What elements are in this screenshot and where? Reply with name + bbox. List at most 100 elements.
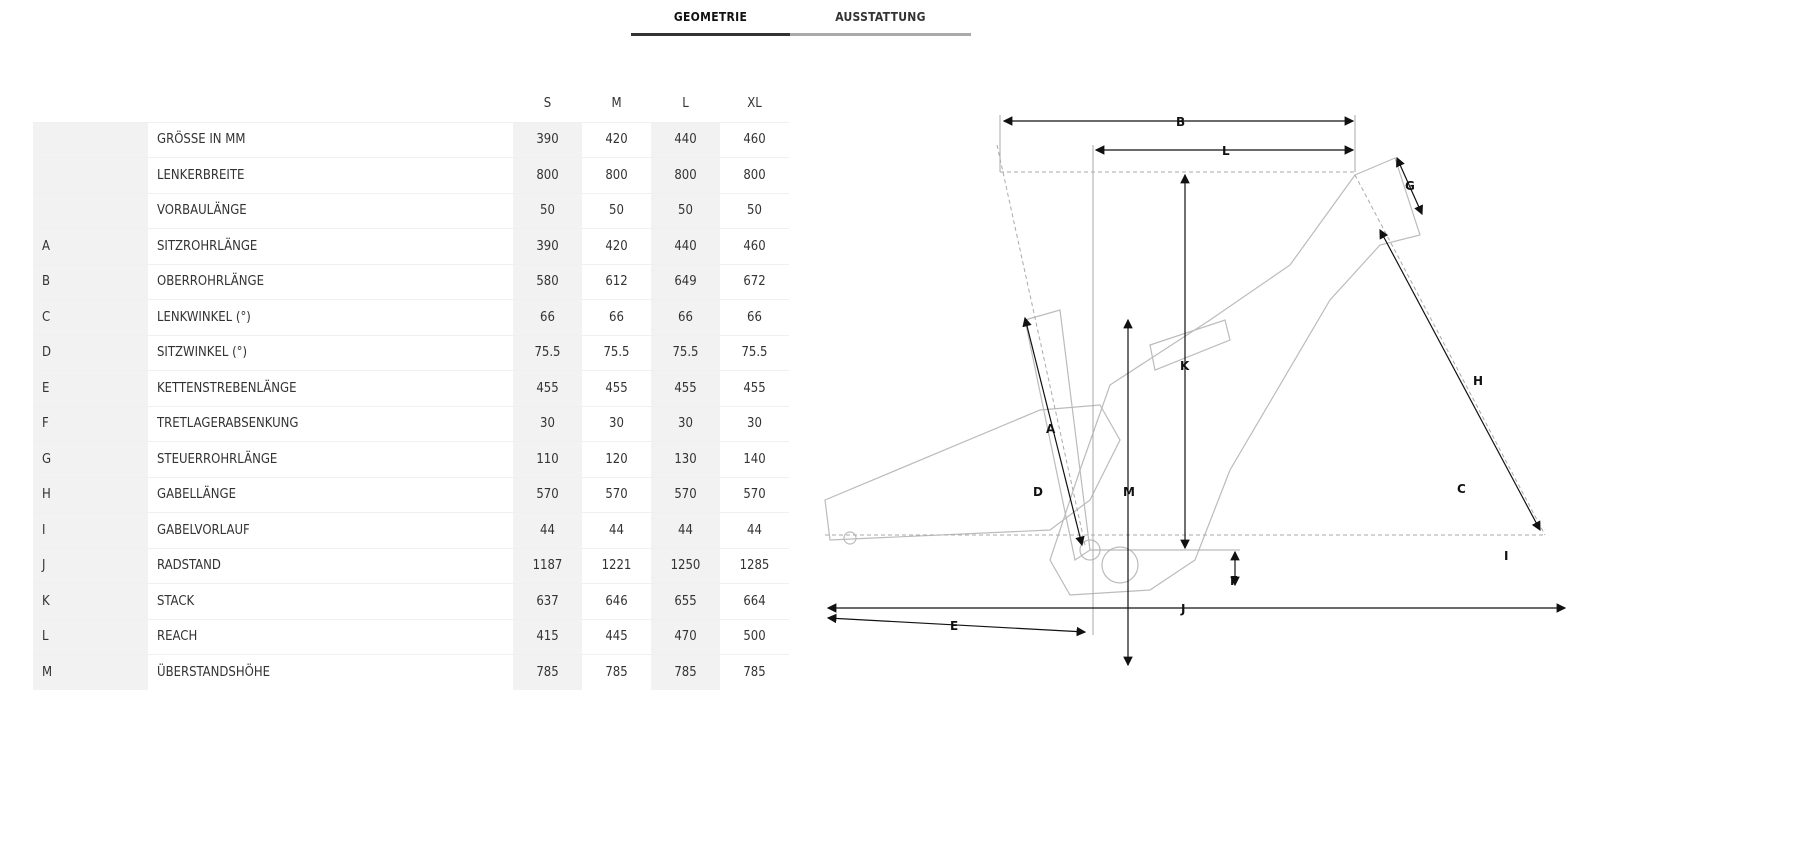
row-value: 140 (720, 441, 789, 477)
label-a: A (1046, 422, 1056, 436)
row-name: GABELVORLAUF (148, 512, 513, 548)
row-letter: E (33, 370, 148, 406)
row-value: 390 (513, 121, 582, 158)
row-value: 66 (720, 299, 789, 335)
table-header: S M L XL (33, 86, 789, 122)
row-value: 415 (513, 618, 582, 655)
row-value: 612 (582, 263, 651, 300)
row-letter (33, 121, 148, 158)
row-value: 646 (582, 583, 651, 619)
size-header: S (543, 96, 552, 112)
row-value: 637 (513, 583, 582, 619)
row-letter: B (33, 263, 148, 300)
row-value: 570 (720, 476, 789, 513)
label-c: C (1457, 482, 1466, 496)
row-value: 66 (651, 299, 720, 335)
label-g: G (1405, 179, 1415, 193)
row-value: 460 (720, 121, 789, 158)
row-name: SITZWINKEL (°) (148, 334, 513, 371)
row-value: 455 (720, 370, 789, 406)
row-value: 785 (513, 654, 582, 690)
row-value: 655 (651, 583, 720, 619)
row-value: 30 (513, 405, 582, 442)
row-value: 455 (651, 370, 720, 406)
row-value: 30 (720, 405, 789, 442)
row-name: RADSTAND (148, 547, 513, 584)
row-name: OBERROHRLÄNGE (148, 263, 513, 300)
row-value: 75.5 (513, 334, 582, 371)
row-value: 800 (513, 157, 582, 193)
row-value: 66 (513, 299, 582, 335)
row-letter: F (33, 405, 148, 442)
row-value: 800 (582, 157, 651, 193)
row-value: 672 (720, 263, 789, 300)
row-value: 420 (582, 228, 651, 264)
row-value: 460 (720, 228, 789, 264)
row-name: TRETLAGERABSENKUNG (148, 405, 513, 442)
row-value: 1250 (651, 547, 720, 584)
row-name: SITZROHRLÄNGE (148, 228, 513, 264)
row-value: 785 (720, 654, 789, 690)
row-letter: J (33, 547, 148, 584)
row-value: 580 (513, 263, 582, 300)
row-value: 110 (513, 441, 582, 477)
row-value: 440 (651, 228, 720, 264)
row-letter: L (33, 618, 148, 655)
row-letter: C (33, 299, 148, 335)
row-value: 390 (513, 228, 582, 264)
row-letter: H (33, 476, 148, 513)
row-value: 75.5 (582, 334, 651, 371)
row-value: 130 (651, 441, 720, 477)
bike-geometry-diagram: B L G K H A D M C I F J E (824, 115, 1567, 667)
row-letter: A (33, 228, 148, 264)
row-name: GRÖSSE IN MM (148, 121, 513, 158)
row-value: 664 (720, 583, 789, 619)
label-d: D (1033, 485, 1043, 499)
label-i: I (1504, 549, 1508, 563)
row-value: 570 (651, 476, 720, 513)
row-value: 50 (651, 192, 720, 229)
row-value: 649 (651, 263, 720, 300)
row-name: GABELLÄNGE (148, 476, 513, 513)
dimension-arrows (826, 116, 1567, 667)
row-name: ÜBERSTANDSHÖHE (148, 654, 513, 690)
row-value: 800 (651, 157, 720, 193)
size-header: XL (747, 96, 762, 112)
row-value: 50 (720, 192, 789, 229)
tab-ausstattung[interactable]: AUSSTATTUNG (790, 0, 971, 36)
row-name: KETTENSTREBENLÄNGE (148, 370, 513, 406)
row-letter: I (33, 512, 148, 548)
row-value: 455 (582, 370, 651, 406)
label-f: F (1230, 574, 1238, 588)
row-name: VORBAULÄNGE (148, 192, 513, 229)
row-value: 44 (513, 512, 582, 548)
dimension-labels: B L G K H A D M C I F J E (950, 115, 1508, 633)
row-letter: G (33, 441, 148, 477)
label-j: J (1180, 602, 1185, 616)
label-h: H (1473, 374, 1483, 388)
row-value: 1187 (513, 547, 582, 584)
row-value: 120 (582, 441, 651, 477)
row-value: 50 (582, 192, 651, 229)
row-name: LENKWINKEL (°) (148, 299, 513, 335)
row-value: 570 (582, 476, 651, 513)
row-value: 785 (651, 654, 720, 690)
label-l: L (1222, 144, 1230, 158)
tab-geometrie[interactable]: GEOMETRIE (631, 0, 790, 36)
row-value: 66 (582, 299, 651, 335)
label-b: B (1176, 115, 1185, 129)
row-value: 75.5 (651, 334, 720, 371)
row-name: LENKERBREITE (148, 157, 513, 193)
label-k: K (1180, 359, 1190, 373)
